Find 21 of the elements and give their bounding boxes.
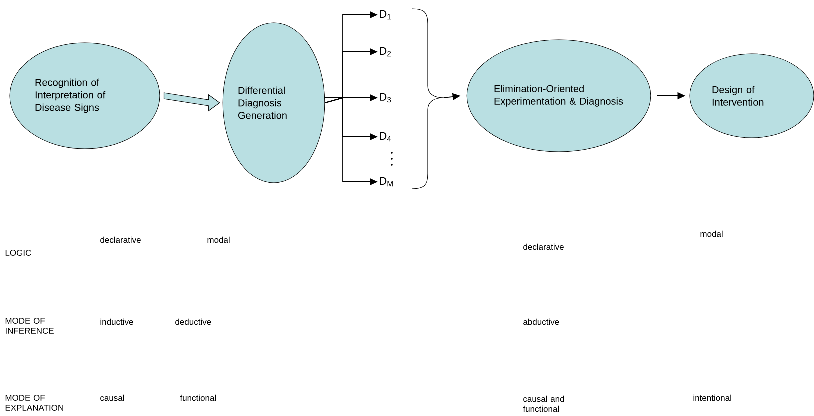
- cell-text: modal: [208, 236, 230, 244]
- cell-text: declarative: [100, 236, 141, 244]
- cell-text: deductive: [176, 318, 212, 326]
- row-heading: MODE OF INFERENCE: [6, 318, 54, 334]
- row-heading: MODE OF EXPLANATION: [6, 395, 64, 411]
- cell-text: modal: [700, 230, 723, 238]
- cell-text: abductive: [524, 318, 560, 326]
- cell-text: declarative: [524, 244, 564, 250]
- cell-text: functional: [180, 394, 216, 402]
- cell-text: inductive: [100, 318, 134, 326]
- cell-text: causal and functional: [523, 396, 564, 412]
- block-arrow: [164, 92, 220, 112]
- diagnosis-label: D$_{1}$: [380, 10, 392, 20]
- cell-text: intentional: [694, 394, 732, 402]
- cell-text: causal: [100, 394, 124, 402]
- diagnosis-label: D$_{2}$: [380, 47, 392, 57]
- diagnosis-label: D$_{4}$: [380, 132, 392, 142]
- diagnosis-label: D$_{3}$: [380, 93, 392, 103]
- curly-brace: [412, 8, 444, 190]
- diagnosis-label: D$_{M}$: [380, 177, 393, 187]
- row-heading: LOGIC: [6, 250, 32, 256]
